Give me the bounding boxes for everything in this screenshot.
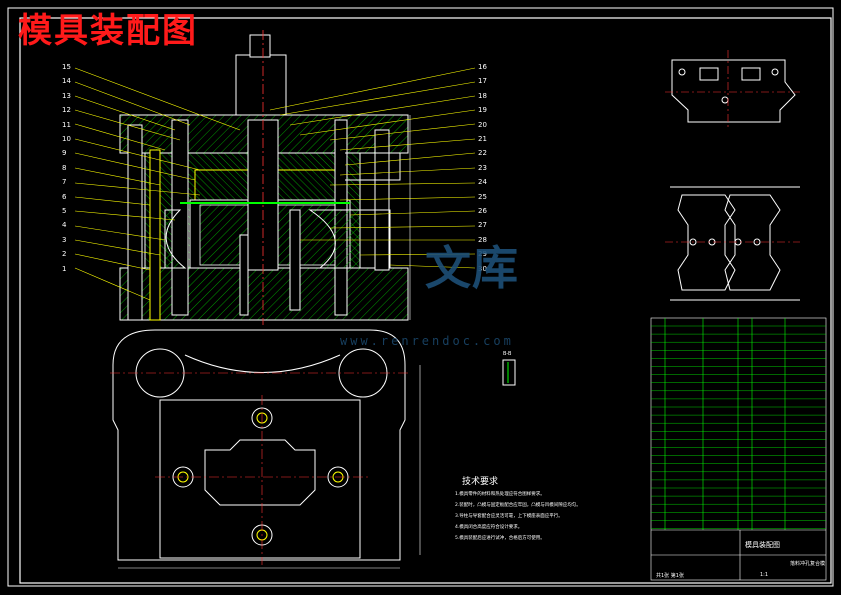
bill-of-materials-table <box>650 317 827 581</box>
part-number-label: 2 <box>62 250 67 259</box>
part-number-label: 21 <box>478 135 487 143</box>
part-number-label: 20 <box>478 120 487 129</box>
part-number-label: 19 <box>478 106 487 115</box>
title-block-scale: 1:1 <box>760 572 769 578</box>
outer-frame <box>7 7 834 587</box>
tech-item: 3.导柱与导套配合应灵活可靠，上下模座表面应平行。 <box>455 514 563 519</box>
part-number-label: 10 <box>62 135 71 143</box>
title-block-drawing-name: 模具装配图 <box>745 541 780 549</box>
tech-requirements-list: 1.模具零件的材料和热处理应符合图样要求。 2.装配时，凸模与固定板配合应牢固，… <box>455 489 581 544</box>
part-number-label: 8 <box>62 163 67 172</box>
tech-requirements-heading: 技术要求 <box>462 477 499 487</box>
part-number-label: 22 <box>478 149 487 158</box>
part-number-label: 18 <box>478 91 487 100</box>
part-number-label: 1 <box>62 264 67 273</box>
part-number-label: 9 <box>62 149 67 158</box>
part-number-label: 27 <box>478 221 487 230</box>
strip-layout <box>670 186 800 301</box>
part-detail-top <box>671 59 796 123</box>
part-number-label: 25 <box>478 192 487 201</box>
part-number-label: 29 <box>478 250 487 259</box>
watermark-url: www.renrendoc.com <box>340 334 514 348</box>
part-number-label: 23 <box>478 163 487 172</box>
part-number-label: 24 <box>478 178 487 187</box>
part-number-label: 30 <box>478 264 487 273</box>
title-block-subtitle: 落料冲孔复合模 <box>790 561 826 567</box>
part-number-label: 12 <box>62 106 71 115</box>
inner-frame <box>19 17 832 584</box>
part-number-label: 4 <box>62 221 67 230</box>
leader-lines-right <box>269 67 476 269</box>
part-number-label: 14 <box>62 77 71 86</box>
part-number-label: 7 <box>62 178 67 187</box>
part-number-label: 16 <box>478 63 487 71</box>
part-number-label: 5 <box>62 207 67 215</box>
bom-row-lines <box>651 325 826 529</box>
tech-item: 5.模具装配后应进行试冲，合格后方可使用。 <box>455 536 545 541</box>
part-number-label: 15 <box>62 63 71 71</box>
tech-item: 1.模具零件的材料和热处理应符合图样要求。 <box>455 492 545 497</box>
tech-item: 4.模具闭合高度应符合设计要求。 <box>455 525 523 530</box>
part-number-label: 3 <box>62 235 67 244</box>
plan-view <box>112 329 406 561</box>
part-number-label: 26 <box>478 207 487 215</box>
part-number-label: 28 <box>478 235 487 244</box>
part-number-label: 6 <box>62 192 67 201</box>
part-number-label: 13 <box>62 91 71 100</box>
section-label: B-B <box>503 351 512 357</box>
small-section-detail <box>502 359 516 386</box>
plan-centerlines <box>110 372 410 565</box>
title-block-sheet: 共1张 第1张 <box>656 573 684 579</box>
part-number-label: 17 <box>478 77 487 86</box>
drawing-title: 模具装配图 <box>18 11 198 51</box>
watermark-text: 文库 <box>425 241 519 295</box>
leader-lines-left <box>74 67 241 301</box>
part-number-label: 11 <box>62 120 71 129</box>
tech-item: 2.装配时，凸模与固定板配合应牢固，凸模与凹模间隙应均匀。 <box>455 503 581 508</box>
section-view <box>119 30 409 325</box>
